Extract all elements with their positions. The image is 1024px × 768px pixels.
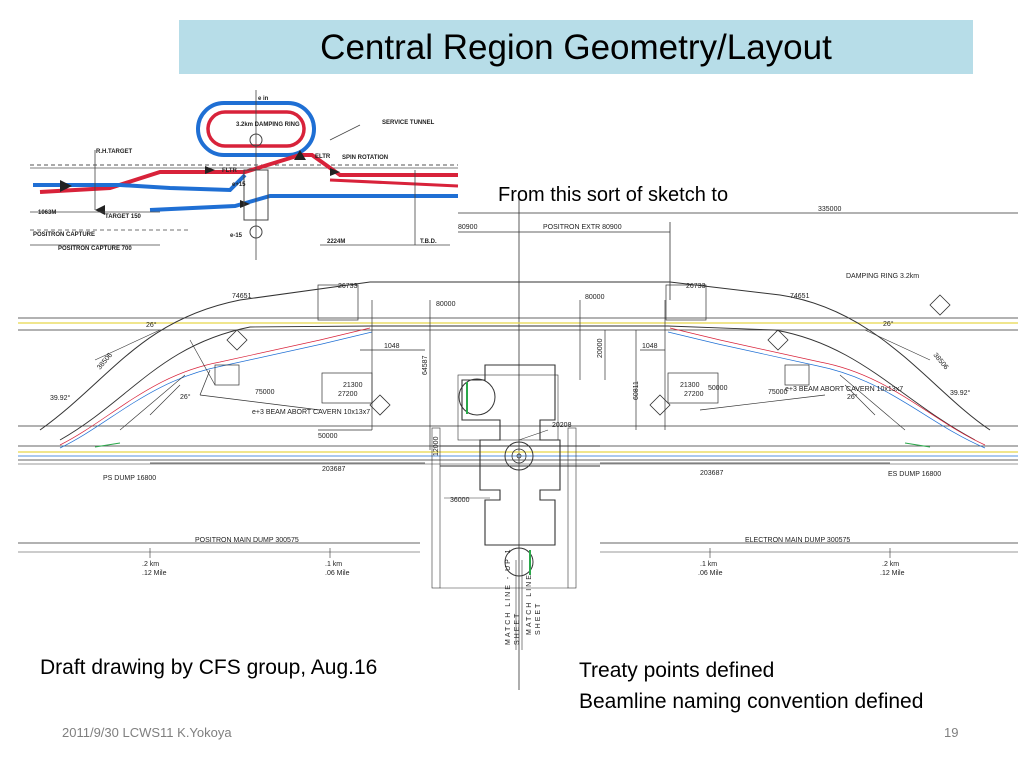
dim-75000-right: 75000 bbox=[768, 389, 788, 396]
label-positron-extr: POSITRON EXTR 80900 bbox=[543, 224, 622, 231]
dim-335000: 335000 bbox=[818, 206, 841, 213]
bullet-list: Treaty points defined Beamline naming co… bbox=[579, 655, 923, 717]
label-electron-main-dump: ELECTRON MAIN DUMP 300575 bbox=[745, 537, 850, 544]
dim-26-b: 26° bbox=[180, 393, 191, 401]
dim-20208: 20208 bbox=[552, 422, 572, 429]
dim-75000-left: 75000 bbox=[255, 389, 275, 396]
label-positron-main-dump: POSITRON MAIN DUMP 300575 bbox=[195, 537, 299, 544]
sheet-right: SHEET bbox=[535, 602, 542, 635]
dim-74651-right: 74651 bbox=[790, 293, 810, 300]
sketch-label-fltr: FLTR bbox=[222, 168, 238, 174]
dim-60811: 60811 bbox=[633, 381, 640, 400]
sketch-label-target-150: TARGET 150 bbox=[105, 214, 142, 220]
page-number: 19 bbox=[944, 725, 959, 740]
match-line-left: MATCH LINE - UP 1 bbox=[505, 547, 512, 645]
scale-1km-right: .1 km bbox=[700, 561, 717, 568]
dim-74651-left: 74651 bbox=[232, 293, 252, 300]
bullet-treaty-points: Treaty points defined bbox=[579, 659, 775, 682]
dim-27200-right: 27200 bbox=[684, 391, 704, 398]
label-ps-dump: PS DUMP 16800 bbox=[103, 475, 156, 482]
dim-39-92-right: 39.92° bbox=[950, 389, 971, 397]
cad-drawing bbox=[18, 195, 1018, 690]
sketch-label-2224m: 2224M bbox=[327, 239, 345, 245]
draft-caption: Draft drawing by CFS group, Aug.16 bbox=[40, 656, 378, 679]
footer-text: 2011/9/30 LCWS11 K.Yokoya bbox=[62, 725, 232, 740]
sketch-label-spin-rotation: SPIN ROTATION bbox=[342, 155, 388, 161]
match-line-right: MATCH LINE bbox=[526, 573, 533, 635]
dim-27200-left: 27200 bbox=[338, 391, 358, 398]
sketch-label-1063m: 1063M bbox=[38, 210, 56, 216]
sketch-label-service-tunnel: SERVICE TUNNEL bbox=[382, 120, 435, 126]
label-beam-abort-right: e+3 BEAM ABORT CAVERN 10x13x7 bbox=[785, 386, 903, 393]
label-damping-ring: DAMPING RING 3.2km bbox=[846, 273, 919, 280]
sketch-label-e-minus-15: e-15 bbox=[230, 233, 243, 239]
dim-203687-right: 203687 bbox=[700, 470, 723, 477]
dim-26-d: 26° bbox=[883, 320, 894, 328]
sketch-label-eltr: ELTR bbox=[315, 154, 331, 160]
sketch-caption: From this sort of sketch to bbox=[498, 184, 729, 206]
dim-38506-right: 38506 bbox=[931, 352, 949, 371]
label-es-dump: ES DUMP 16800 bbox=[888, 471, 941, 478]
sketch-label-tbd: T.B.D. bbox=[420, 239, 437, 245]
sketch-inset: e in 3.2km DAMPING RING SERVICE TUNNEL R… bbox=[30, 85, 459, 260]
cad-labels: 335000 80900 POSITRON EXTR 80900 80000 8… bbox=[50, 206, 971, 645]
dim-26-a: 26° bbox=[146, 321, 157, 329]
dim-80000-right: 80000 bbox=[585, 294, 605, 301]
dim-36000: 36000 bbox=[450, 497, 470, 504]
dim-26733-left: 26733 bbox=[338, 283, 358, 290]
scale-12mile-right: .12 Mile bbox=[880, 570, 905, 577]
sketch-label-damping-ring: 3.2km DAMPING RING bbox=[236, 122, 300, 128]
dim-1048-right: 1048 bbox=[642, 343, 658, 350]
dim-80000-left: 80000 bbox=[436, 301, 456, 308]
scale-06mile-left: .06 Mile bbox=[325, 570, 350, 577]
scale-12mile-left: .12 Mile bbox=[142, 570, 167, 577]
sketch-label-e-plus-15: e+15 bbox=[232, 182, 246, 188]
dim-26-c: 26° bbox=[847, 393, 858, 401]
sketch-label-positron-capture-700: POSITRON CAPTURE 700 bbox=[58, 246, 132, 252]
sketch-label-e-in: e in bbox=[258, 96, 269, 102]
sheet-left: SHEET bbox=[514, 612, 521, 645]
dim-203687-left: 203687 bbox=[322, 466, 345, 473]
dim-12000: 12000 bbox=[433, 436, 440, 456]
dim-20000: 20000 bbox=[597, 338, 604, 358]
label-beam-abort-left: e+3 BEAM ABORT CAVERN 10x13x7 bbox=[252, 409, 370, 416]
dim-1048-left: 1048 bbox=[384, 343, 400, 350]
dim-50000-bottom: 50000 bbox=[318, 433, 338, 440]
scale-1km-left: .1 km bbox=[325, 561, 342, 568]
slide-title: Central Region Geometry/Layout bbox=[320, 28, 832, 67]
dim-21300-right: 21300 bbox=[680, 382, 700, 389]
dim-50000-top: 50000 bbox=[708, 385, 728, 392]
scale-2km-right: .2 km bbox=[882, 561, 899, 568]
bullet-naming-convention: Beamline naming convention defined bbox=[579, 690, 924, 713]
sketch-label-positron-capture: POSITRON CAPTURE bbox=[33, 232, 95, 238]
dim-39-92-left: 39.92° bbox=[50, 394, 71, 402]
dim-64587: 64587 bbox=[422, 355, 429, 375]
scale-06mile-right: .06 Mile bbox=[698, 570, 723, 577]
dim-26733-right: 26733 bbox=[686, 283, 706, 290]
dim-21300-left: 21300 bbox=[343, 382, 363, 389]
dim-80900: 80900 bbox=[458, 224, 478, 231]
scale-2km-left: .2 km bbox=[142, 561, 159, 568]
sketch-label-target: R.H.TARGET bbox=[96, 149, 133, 155]
title-banner: Central Region Geometry/Layout bbox=[179, 20, 973, 74]
